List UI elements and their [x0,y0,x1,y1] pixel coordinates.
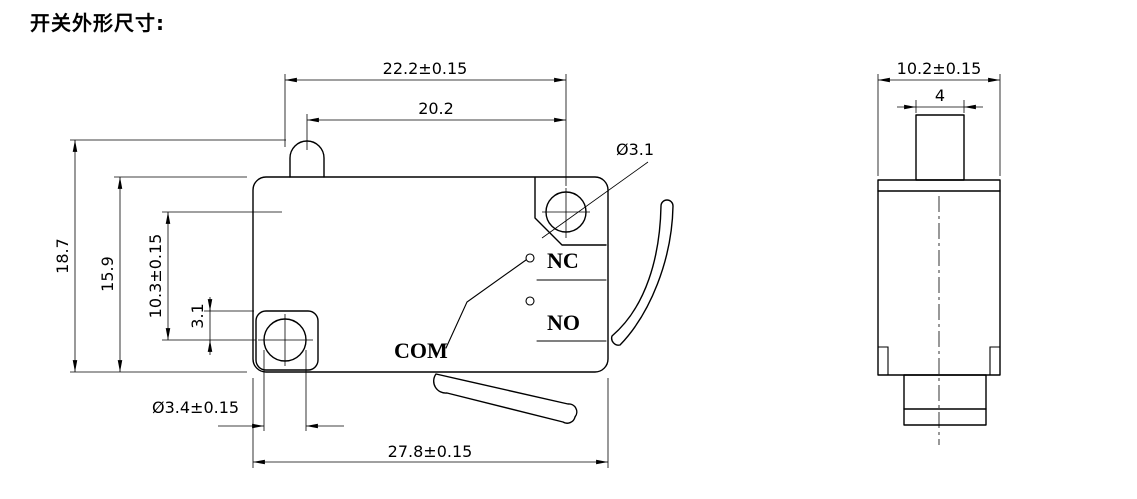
no-label: NO [547,310,580,335]
leader-line [541,161,649,239]
side-groove-left [877,346,889,376]
side-view-outline [877,114,1001,445]
dim-body-height: 15.9 [98,256,117,292]
com-label: COM [394,338,448,363]
dim-body-depth: 10.2±0.15 [897,59,982,78]
dim-hole-to-edge: 3.1 [188,303,207,328]
front-view-dimensions: 22.2±0.15 20.2 Ø3.1 18.7 15.9 [53,59,654,468]
bottom-lever-arm [433,373,578,424]
drawing-title: 开关外形尺寸: [30,11,165,35]
top-hole-boss [534,177,607,246]
dim-plunger-width: 4 [935,86,945,105]
dim-hole-vertical-spacing: 10.3±0.15 [146,234,165,319]
contact-arm [445,259,527,349]
side-plunger [915,114,965,181]
nc-contact-point [525,253,535,263]
dim-top-hole-diameter: Ø3.1 [616,140,654,159]
dim-plunger-to-hole: 20.2 [418,99,454,118]
side-terminal-block [903,374,987,426]
no-contact-point [525,296,535,306]
dim-body-width: 27.8±0.15 [388,442,473,461]
side-lever-arm [610,199,674,346]
side-view-dimensions: 10.2±0.15 4 [877,59,1001,176]
dim-hole-span-width: 22.2±0.15 [383,59,468,78]
switch-body-outline [252,176,609,373]
front-view-outline: NC NO COM [252,140,674,424]
dim-bottom-hole-diameter: Ø3.4±0.15 [152,398,239,417]
dim-total-height: 18.7 [53,238,72,274]
nc-label: NC [547,248,579,273]
front-view: NC NO COM 22.2±0.15 20.2 Ø3.1 [53,59,674,468]
bottom-hole-boss [255,310,319,371]
side-view: 10.2±0.15 4 [877,59,1001,445]
side-groove-right [989,346,1001,376]
